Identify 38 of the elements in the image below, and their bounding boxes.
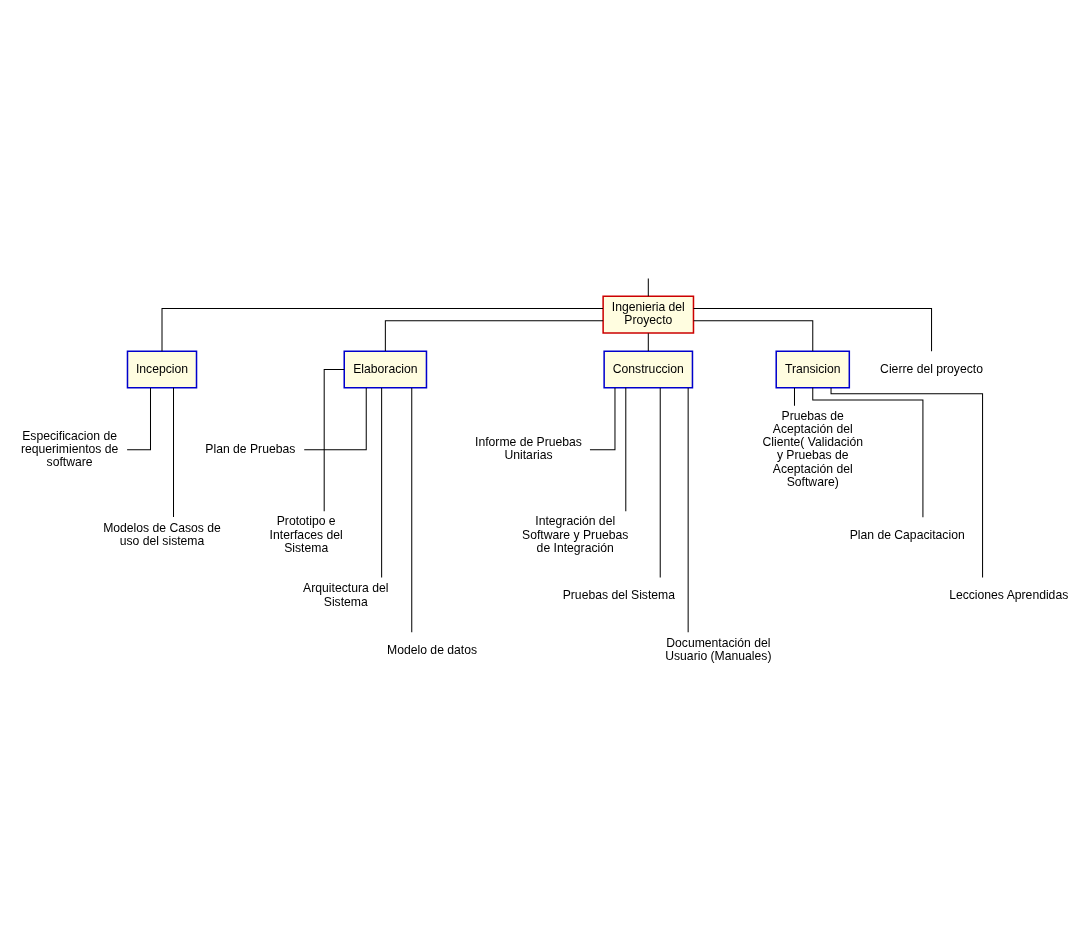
connector [830,386,984,578]
node-text: Pruebas de Aceptación del Cliente( Validación y Pruebas de Aceptación del Software) [762,408,864,489]
connector [126,387,151,450]
node-text: Integración del Software y Pruebas de Integración [522,513,629,555]
node-text: Arquitectura del Sistema [303,580,389,609]
connector [693,307,933,352]
connector [589,387,616,450]
connector [173,386,174,517]
node-text: Plan de Pruebas [205,441,296,456]
connector [381,386,383,578]
connector [303,387,367,450]
node-box: Transicion [775,349,851,388]
node-text: Plan de Capacitacion [849,527,965,542]
node-text: Informe de Pruebas Unitarias [475,434,582,462]
node-text: Documentación del Usuario (Manuales) [665,635,772,663]
connector [161,307,604,352]
connector [647,332,649,351]
connector [323,368,345,512]
connector [625,386,627,512]
connector [687,386,689,633]
node-box: Construccion [603,349,694,388]
connector [659,386,661,578]
node-text: Prototipo e Interfaces del Sistema [269,513,343,555]
connector [647,277,649,297]
node-text: Lecciones Aprendidas [949,587,1069,602]
connector [693,319,814,352]
node-box: Ingenieria del Proyecto [602,295,695,334]
node-text: Modelo de datos [387,642,478,657]
node-text: Cierre del proyecto [880,361,983,376]
connector [384,319,604,352]
connector [411,386,413,633]
node-box: Incepcion [126,349,198,388]
connector [812,386,924,518]
node-box: Elaboracion [343,349,428,388]
connector [794,387,795,406]
node-text: Pruebas del Sistema [562,587,676,602]
node-text: Especificacion de requerimientos de software [20,428,119,469]
node-text: Modelos de Casos de uso del sistema [103,520,221,548]
